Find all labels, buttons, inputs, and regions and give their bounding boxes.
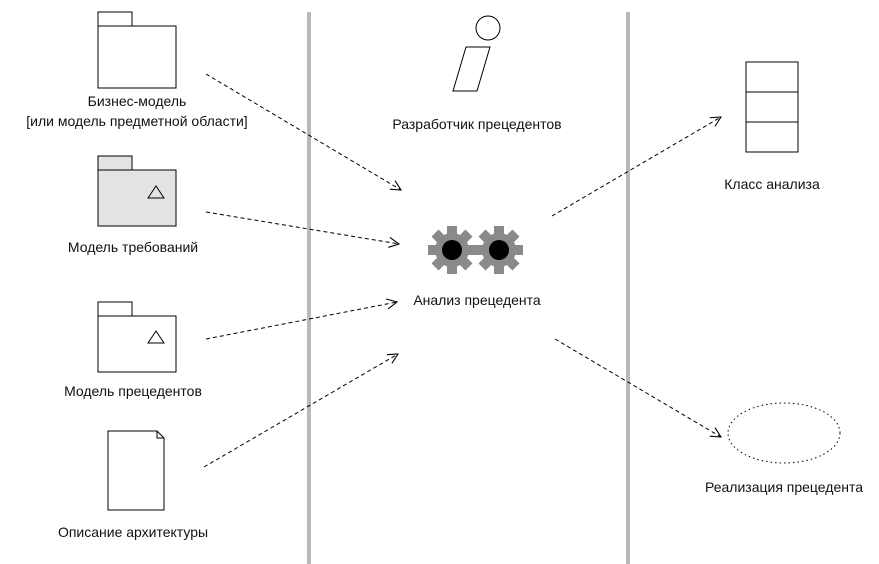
arrow-use-case-model-to-analysis [205,302,397,340]
use-case-engineer-label: Разработчик прецедентов [392,116,561,132]
use-case-realization-label: Реализация прецедента [705,479,863,495]
architecture-description-label: Описание архитектуры [58,524,208,540]
use-case-engineer-node[interactable]: Разработчик прецедентов [392,15,562,132]
use-case-analysis-node[interactable]: Анализ прецедента [413,226,541,308]
model-package-icon [97,155,177,227]
requirements-model-label: Модель требований [68,239,198,255]
arrow-analysis-to-analysis-class [551,117,721,217]
arrow-business-model-to-analysis [205,73,401,190]
package-icon [97,11,177,89]
document-icon [107,430,165,511]
model-package-icon [97,301,177,373]
use-case-model-node[interactable]: Модель прецедентов [64,301,202,399]
business-model-node[interactable]: Бизнес-модель [или модель предметной обл… [26,11,248,129]
class-icon [745,61,799,153]
collaboration-ellipse-icon [727,402,841,464]
business-model-label-line1: Бизнес-модель [88,93,187,109]
use-case-realization-node[interactable]: Реализация прецедента [705,402,863,495]
worker-icon [452,15,501,92]
requirements-model-node[interactable]: Модель требований [68,155,198,255]
arrow-requirements-to-analysis [205,211,399,244]
use-case-model-label: Модель прецедентов [64,383,202,399]
use-case-analysis-label: Анализ прецедента [413,292,541,308]
gears-icon [428,226,523,274]
business-model-label-line2: [или модель предметной области] [26,113,247,129]
arrow-analysis-to-realization [554,338,721,437]
analysis-class-label: Класс анализа [724,176,820,192]
arrow-architecture-to-analysis [203,354,398,468]
architecture-description-node[interactable]: Описание архитектуры [58,430,208,540]
analysis-class-node[interactable]: Класс анализа [724,61,820,192]
